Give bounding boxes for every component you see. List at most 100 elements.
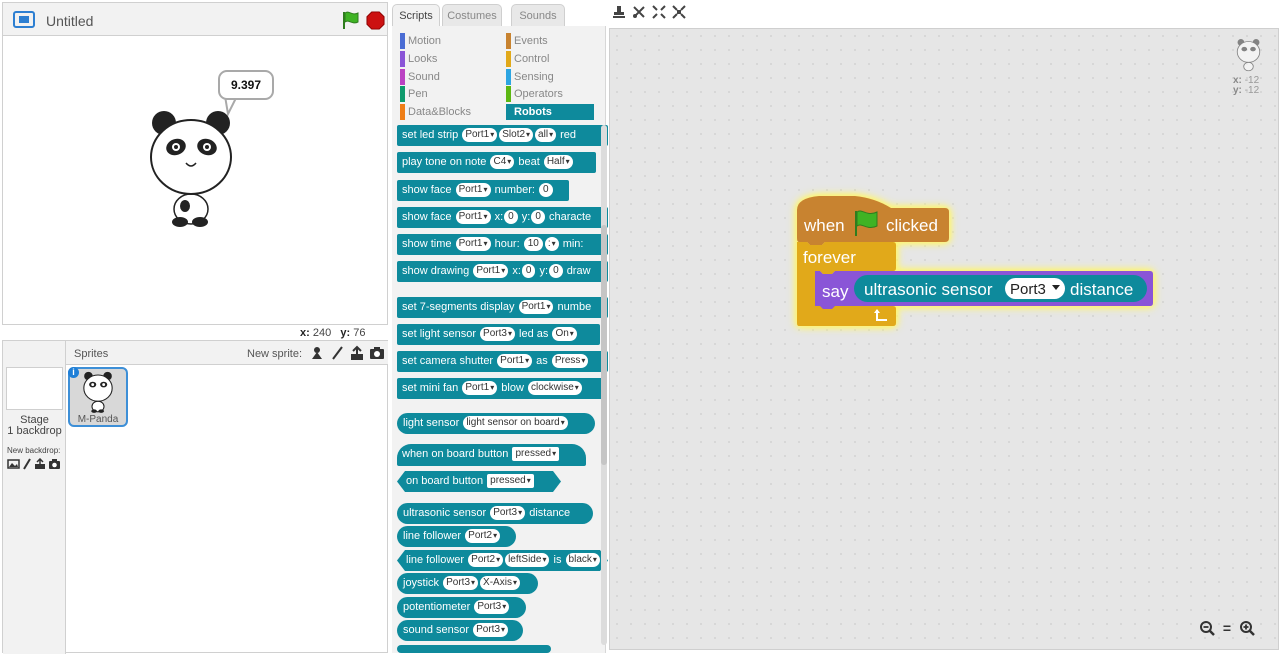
category-sound[interactable]: Sound xyxy=(400,69,498,85)
sprite-thumbnail[interactable]: i M-Panda xyxy=(68,367,128,427)
sprite-info-icon[interactable]: i xyxy=(68,367,79,378)
port-dropdown[interactable]: Port3 xyxy=(443,576,479,591)
block-board-button-boolean[interactable]: on board button pressed xyxy=(397,471,561,492)
upload-sprite-icon[interactable] xyxy=(349,345,365,361)
port-dropdown[interactable]: Port1 xyxy=(473,264,509,279)
hour-input[interactable]: 10 xyxy=(523,237,543,252)
separator-dropdown[interactable]: : xyxy=(544,237,559,252)
block-show-drawing[interactable]: show drawing Port1 x:0 y:0 draw xyxy=(397,261,608,282)
block-when-board-button[interactable]: when on board button pressed xyxy=(397,444,586,466)
stop-icon[interactable] xyxy=(366,11,385,30)
backdrop-camera-icon[interactable] xyxy=(48,458,61,470)
shrink-icon[interactable] xyxy=(672,5,686,19)
tab-sounds[interactable]: Sounds xyxy=(511,4,565,26)
script-workspace[interactable]: x: -12 y: -12 = xyxy=(609,28,1279,650)
button-state-dropdown[interactable]: pressed xyxy=(487,474,534,488)
category-sensing[interactable]: Sensing xyxy=(506,69,594,85)
category-pen[interactable]: Pen xyxy=(400,86,498,102)
stage-thumbnail[interactable] xyxy=(6,367,63,410)
port-dropdown[interactable]: Port1 xyxy=(497,354,533,369)
category-events[interactable]: Events xyxy=(506,33,594,49)
block-line-follower-boolean[interactable]: line follower Port2leftSide is black xyxy=(397,550,608,571)
port-dropdown[interactable]: Port1 xyxy=(462,381,498,396)
port-dropdown[interactable]: Port3 xyxy=(480,327,515,342)
grow-icon[interactable] xyxy=(652,5,666,19)
block-light-sensor-reporter[interactable]: light sensor light sensor on board xyxy=(397,413,595,434)
delete-scissors-icon[interactable] xyxy=(632,5,646,19)
zoom-in-icon[interactable] xyxy=(1239,620,1255,636)
category-motion[interactable]: Motion xyxy=(400,33,498,49)
sensor-dropdown[interactable]: light sensor on board xyxy=(463,416,568,431)
zoom-out-icon[interactable] xyxy=(1199,620,1215,636)
block-joystick-reporter[interactable]: joystick Port3X-Axis xyxy=(397,573,538,594)
tab-costumes[interactable]: Costumes xyxy=(442,4,502,26)
beat-dropdown[interactable]: Half xyxy=(543,155,573,170)
category-looks[interactable]: Looks xyxy=(400,51,498,67)
direction-dropdown[interactable]: clockwise xyxy=(527,381,582,396)
block-set-mini-fan[interactable]: set mini fan Port1 blow clockwise xyxy=(397,378,603,399)
paint-sprite-icon[interactable] xyxy=(329,345,345,361)
project-title[interactable]: Untitled xyxy=(46,13,94,29)
panda-sprite[interactable] xyxy=(143,109,239,227)
block-set-led-strip[interactable]: set led strip Port1Slot2all red xyxy=(397,125,608,146)
port-dropdown[interactable]: Port1 xyxy=(455,183,491,198)
zoom-reset-button[interactable]: = xyxy=(1222,620,1232,636)
camera-sprite-icon[interactable] xyxy=(369,345,385,361)
category-swatch xyxy=(400,33,405,49)
block-line-follower-reporter[interactable]: line follower Port2 xyxy=(397,526,516,547)
port-dropdown[interactable]: Port2 xyxy=(468,553,503,567)
stage-canvas[interactable]: 9.397 xyxy=(2,35,388,325)
axis-dropdown[interactable]: X-Axis xyxy=(480,576,520,591)
port-dropdown[interactable]: Port1 xyxy=(518,300,554,315)
block-show-face-characters[interactable]: show face Port1 x:0 y:0 characte xyxy=(397,207,608,228)
fullscreen-icon[interactable] xyxy=(13,11,35,28)
block-ultrasonic-reporter[interactable]: ultrasonic sensor Port3 distance xyxy=(397,503,593,524)
side-dropdown[interactable]: leftSide xyxy=(505,553,549,567)
category-control[interactable]: Control xyxy=(506,51,594,67)
x-input[interactable]: 0 xyxy=(521,264,536,279)
color-dropdown[interactable]: black xyxy=(566,553,600,567)
number-input[interactable]: 0 xyxy=(539,183,553,198)
sprite-library-icon[interactable] xyxy=(309,345,325,361)
palette-scrollbar[interactable] xyxy=(601,125,607,645)
duplicate-stamp-icon[interactable] xyxy=(612,5,626,19)
palette-scrollbar-thumb[interactable] xyxy=(601,225,607,465)
port-dropdown[interactable]: Port3 xyxy=(473,623,509,638)
port-dropdown[interactable]: Port1 xyxy=(462,128,498,143)
port-dropdown[interactable]: Port2 xyxy=(465,529,501,544)
button-state-dropdown[interactable]: pressed xyxy=(512,447,560,462)
x-input[interactable]: 0 xyxy=(504,210,518,225)
category-operators[interactable]: Operators xyxy=(506,86,594,102)
ultrasonic-reporter-block[interactable] xyxy=(854,275,1147,302)
y-input[interactable]: 0 xyxy=(549,264,563,279)
block-sound-sensor-reporter[interactable]: sound sensor Port3 xyxy=(397,620,523,641)
category-robots[interactable]: Robots xyxy=(506,104,594,120)
port-dropdown[interactable]: Port3 xyxy=(474,600,510,615)
backdrop-library-icon[interactable] xyxy=(7,458,20,470)
green-flag-icon[interactable] xyxy=(340,10,360,30)
category-data-blocks[interactable]: Data&Blocks xyxy=(400,104,498,120)
slot-dropdown[interactable]: Slot2 xyxy=(499,128,534,143)
y-input[interactable]: 0 xyxy=(531,210,545,225)
block-potentiometer-reporter[interactable]: potentiometer Port3 xyxy=(397,597,526,618)
backdrop-paint-icon[interactable] xyxy=(22,458,32,470)
block-partially-hidden[interactable] xyxy=(397,645,551,653)
port-dropdown[interactable]: Port1 xyxy=(455,210,491,225)
note-dropdown[interactable]: C4 xyxy=(490,155,515,170)
backdrop-upload-icon[interactable] xyxy=(34,458,46,470)
port-dropdown-field[interactable] xyxy=(1005,278,1065,299)
block-play-tone[interactable]: play tone on note C4 beat Half xyxy=(397,152,596,173)
block-set-camera-shutter[interactable]: set camera shutter Port1 as Press xyxy=(397,351,608,372)
block-show-time[interactable]: show time Port1 hour: 10: min: xyxy=(397,234,608,255)
script-stack[interactable]: when clicked forever say ultrasonic sens… xyxy=(795,196,1155,326)
forever-block[interactable] xyxy=(797,242,896,326)
port-dropdown[interactable]: Port1 xyxy=(455,237,491,252)
tab-scripts[interactable]: Scripts xyxy=(392,4,440,26)
port-dropdown[interactable]: Port3 xyxy=(490,506,526,521)
block-set-7-segments[interactable]: set 7-segments display Port1 numbe xyxy=(397,297,608,318)
shutter-dropdown[interactable]: Press xyxy=(551,354,589,369)
state-dropdown[interactable]: On xyxy=(552,327,577,342)
block-set-light-sensor-led[interactable]: set light sensor Port3 led as On xyxy=(397,324,600,345)
led-index-dropdown[interactable]: all xyxy=(535,128,557,143)
block-show-face-number[interactable]: show face Port1 number: 0 xyxy=(397,180,569,201)
